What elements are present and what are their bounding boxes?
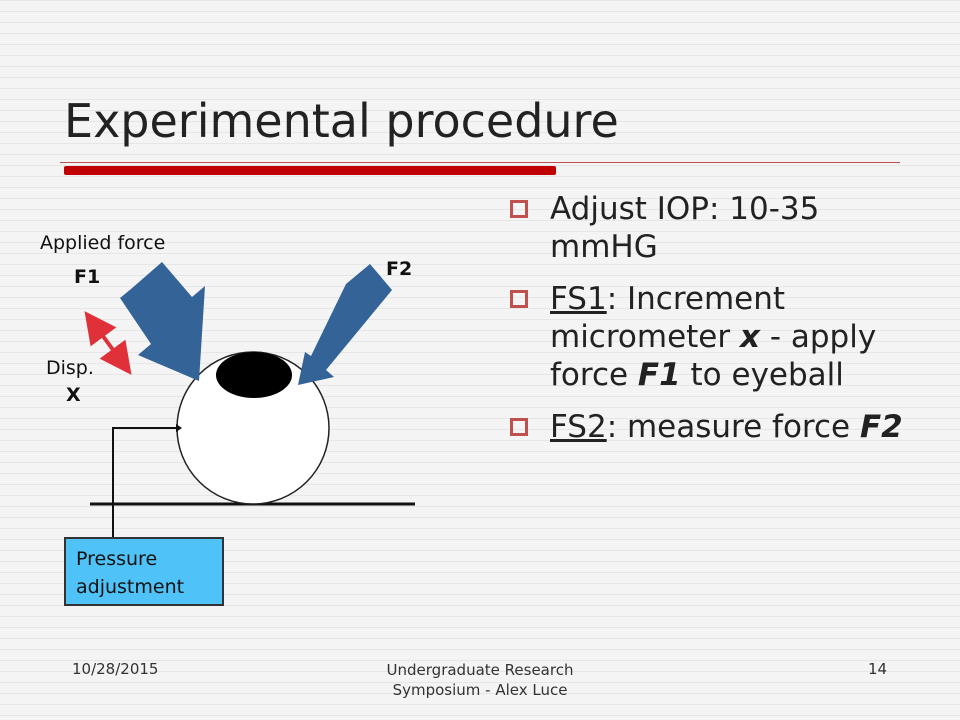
bullet-text: to eyeball xyxy=(680,357,844,393)
fs2-label: FS2 xyxy=(550,409,607,445)
pressure-line1: Pressure xyxy=(76,548,158,570)
pressure-line xyxy=(112,427,176,537)
square-bullet-icon xyxy=(510,290,528,308)
title-divider xyxy=(60,162,900,163)
applied-force-label: Applied force xyxy=(40,232,166,254)
bullet-list: Adjust IOP: 10-35 mmHG FS1: Increment mi… xyxy=(510,190,905,460)
bullet-text: Adjust IOP: 10-35 mmHG xyxy=(550,191,820,265)
pressure-arrowhead-icon xyxy=(176,424,182,432)
disp-label: Disp. xyxy=(46,357,94,379)
pressure-adjustment-box: Pressure adjustment xyxy=(64,537,224,606)
bullet-fs2: FS2: measure force F2 xyxy=(510,408,905,446)
title-accent-bar xyxy=(64,166,556,175)
bullet-text: - apply force xyxy=(550,319,877,393)
f1-label: F1 xyxy=(74,266,101,288)
bullet-adjust-iop: Adjust IOP: 10-35 mmHG xyxy=(510,190,905,266)
displacement-arrow-icon xyxy=(84,311,132,375)
footer-center: Undergraduate Research Symposium - Alex … xyxy=(330,660,630,700)
slide-number: 14 xyxy=(868,660,888,678)
f2-arrow-icon xyxy=(298,264,392,385)
bullet-fs1: FS1: Increment micrometer x - apply forc… xyxy=(510,280,905,394)
fs1-label: FS1 xyxy=(550,281,607,317)
variable-f1: F1 xyxy=(637,357,681,393)
f2-label: F2 xyxy=(386,258,413,280)
variable-f2: F2 xyxy=(859,409,903,445)
bullet-text: : Increment micrometer xyxy=(550,281,786,355)
footer-date: 10/28/2015 xyxy=(72,660,159,678)
footer-line2: Symposium - Alex Luce xyxy=(392,681,568,699)
x-label: X xyxy=(66,384,81,406)
cornea-icon xyxy=(216,352,292,398)
f1-arrow-icon xyxy=(120,262,205,381)
pressure-line2: adjustment xyxy=(76,576,185,598)
square-bullet-icon xyxy=(510,200,528,218)
footer-line1: Undergraduate Research xyxy=(386,661,574,679)
slide-title: Experimental procedure xyxy=(64,94,619,148)
variable-x: x xyxy=(739,319,760,355)
square-bullet-icon xyxy=(510,418,528,436)
bullet-text: : measure force xyxy=(606,409,860,445)
